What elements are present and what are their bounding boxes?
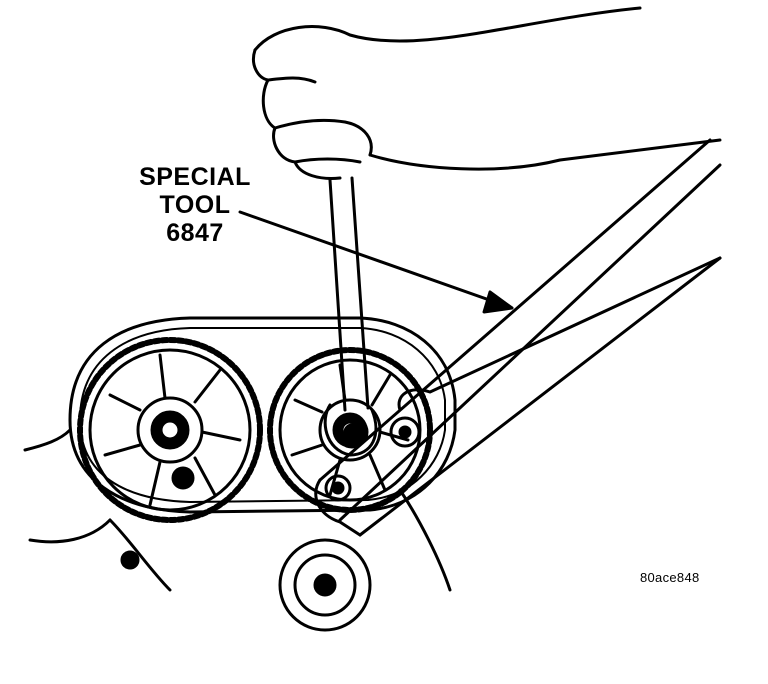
hand (252, 6, 722, 180)
wrench (323, 176, 378, 457)
callout-line-2: TOOL (159, 191, 231, 219)
callout-line-1: SPECIAL (139, 163, 251, 191)
left-camshaft-sprocket (77, 337, 263, 523)
idler-pulley (120, 538, 372, 632)
special-tool-6847 (314, 138, 722, 537)
callout-label: SPECIAL TOOL 6847 (100, 163, 290, 247)
leader-arrow (238, 210, 514, 314)
figure-id: 80ace848 (640, 570, 700, 585)
callout-line-3: 6847 (166, 219, 224, 247)
